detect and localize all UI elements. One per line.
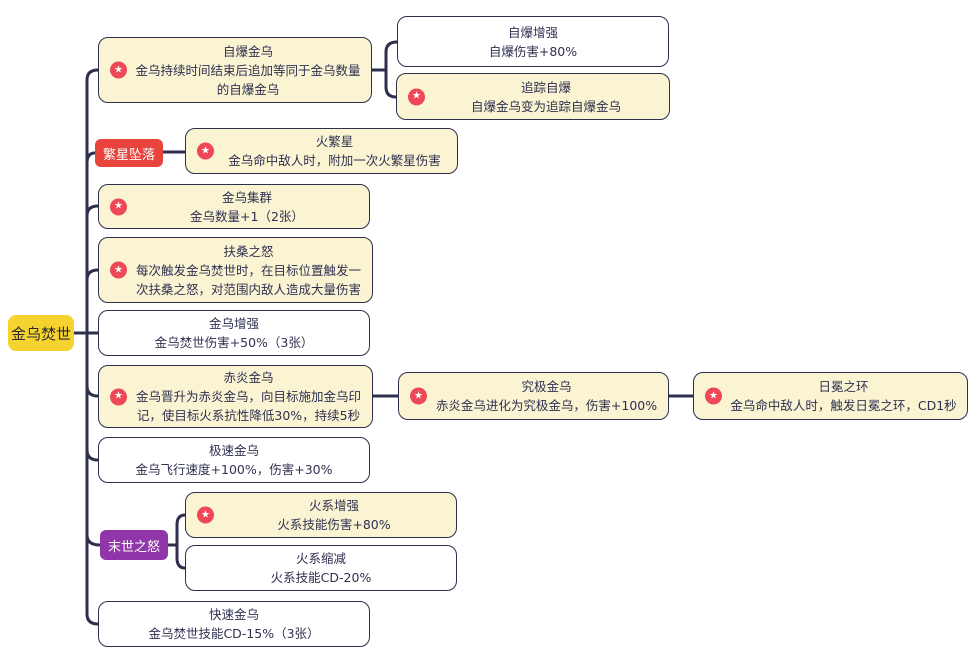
node-zhuizong-zibao[interactable]: ★ 追踪自爆 自爆金乌变为追踪自爆金乌 bbox=[396, 73, 670, 120]
node-title: 扶桑之怒 bbox=[223, 243, 274, 259]
node-jiuji-jinwu[interactable]: ★ 究极金乌 赤炎金乌进化为究极金乌，伤害+100% bbox=[398, 372, 669, 420]
node-title: 快速金乌 bbox=[208, 607, 259, 622]
node-title: 赤炎金乌 bbox=[223, 370, 274, 385]
branch-label-moshi-zhinu[interactable]: 末世之怒 bbox=[100, 530, 168, 560]
node-desc: 自爆伤害+80% bbox=[488, 43, 578, 59]
star-icon: ★ bbox=[410, 387, 427, 405]
node-title: 金乌集群 bbox=[221, 189, 272, 205]
node-desc: 金乌焚世技能CD-15%（3张） bbox=[148, 626, 320, 641]
node-desc: 金乌数量+1（2张） bbox=[190, 208, 304, 224]
node-huoxi-suojian[interactable]: 火系缩减 火系技能CD-20% bbox=[185, 545, 457, 591]
node-desc: 金乌持续时间结束后追加等同于金乌数量的自爆金乌 bbox=[135, 62, 361, 97]
node-zibao-zengqiang[interactable]: 自爆增强 自爆伤害+80% bbox=[397, 16, 669, 67]
node-desc: 火系技能伤害+80% bbox=[277, 517, 391, 532]
node-chiyan-jinwu[interactable]: ★ 赤炎金乌 金乌晋升为赤炎金乌，向目标施加金乌印记，使目标火系抗性降低30%，… bbox=[98, 365, 373, 428]
star-icon: ★ bbox=[110, 198, 127, 215]
star-icon: ★ bbox=[110, 388, 127, 405]
node-title: 日冕之环 bbox=[818, 379, 869, 394]
node-desc: 金乌命中敌人时，附加一次火繁星伤害 bbox=[228, 153, 441, 168]
node-desc: 火系技能CD-20% bbox=[270, 570, 372, 585]
node-desc: 金乌晋升为赤炎金乌，向目标施加金乌印记，使目标火系抗性降低30%，持续5秒 bbox=[135, 389, 361, 423]
node-fusang-zhinu[interactable]: ★ 扶桑之怒 每次触发金乌焚世时，在目标位置触发一次扶桑之怒，对范围内敌人造成大… bbox=[98, 237, 373, 303]
node-desc: 赤炎金乌进化为究极金乌，伤害+100% bbox=[435, 398, 658, 413]
node-kuaisu-jinwu[interactable]: 快速金乌 金乌焚世技能CD-15%（3张） bbox=[98, 601, 370, 647]
node-jisu-jinwu[interactable]: 极速金乌 金乌飞行速度+100%，伤害+30% bbox=[98, 437, 370, 483]
node-title: 金乌增强 bbox=[208, 316, 259, 331]
star-icon: ★ bbox=[705, 387, 722, 405]
star-icon: ★ bbox=[110, 261, 127, 279]
node-title: 究极金乌 bbox=[521, 379, 572, 394]
node-desc: 金乌焚世伤害+50%（3张） bbox=[154, 335, 314, 350]
branch-label-fanxing-zhuiluo[interactable]: 繁星坠落 bbox=[95, 139, 163, 167]
star-icon: ★ bbox=[197, 506, 214, 524]
node-jinwu-zengqiang[interactable]: 金乌增强 金乌焚世伤害+50%（3张） bbox=[98, 310, 370, 356]
node-desc: 金乌命中敌人时，触发日冕之环，CD1秒 bbox=[730, 398, 957, 413]
node-title: 自爆增强 bbox=[507, 24, 558, 40]
node-title: 火系缩减 bbox=[295, 551, 346, 566]
node-desc: 每次触发金乌焚世时，在目标位置触发一次扶桑之怒，对范围内敌人造成大量伤害 bbox=[135, 262, 361, 297]
node-desc: 金乌飞行速度+100%，伤害+30% bbox=[135, 462, 333, 477]
node-rimian-zhihuan[interactable]: ★ 日冕之环 金乌命中敌人时，触发日冕之环，CD1秒 bbox=[693, 372, 968, 420]
node-jinwu-jiqun[interactable]: ★ 金乌集群 金乌数量+1（2张） bbox=[98, 184, 370, 229]
node-huofanxing[interactable]: ★ 火繁星 金乌命中敌人时，附加一次火繁星伤害 bbox=[185, 128, 458, 174]
root-label: 金乌焚世 bbox=[10, 324, 71, 343]
node-title: 火繁星 bbox=[315, 134, 354, 149]
star-icon: ★ bbox=[408, 88, 425, 105]
node-title: 追踪自爆 bbox=[520, 79, 571, 95]
node-zibao-jinwu[interactable]: ★ 自爆金乌 金乌持续时间结束后追加等同于金乌数量的自爆金乌 bbox=[98, 37, 372, 103]
node-title: 极速金乌 bbox=[208, 443, 259, 458]
node-desc: 自爆金乌变为追踪自爆金乌 bbox=[470, 98, 621, 114]
star-icon: ★ bbox=[110, 61, 127, 79]
node-huoxi-zengqiang[interactable]: ★ 火系增强 火系技能伤害+80% bbox=[185, 492, 457, 538]
star-icon: ★ bbox=[197, 142, 214, 160]
node-title: 火系增强 bbox=[308, 498, 359, 513]
node-title: 自爆金乌 bbox=[222, 43, 273, 59]
root-node-jinwu-fenshi[interactable]: 金乌焚世 bbox=[8, 315, 74, 351]
